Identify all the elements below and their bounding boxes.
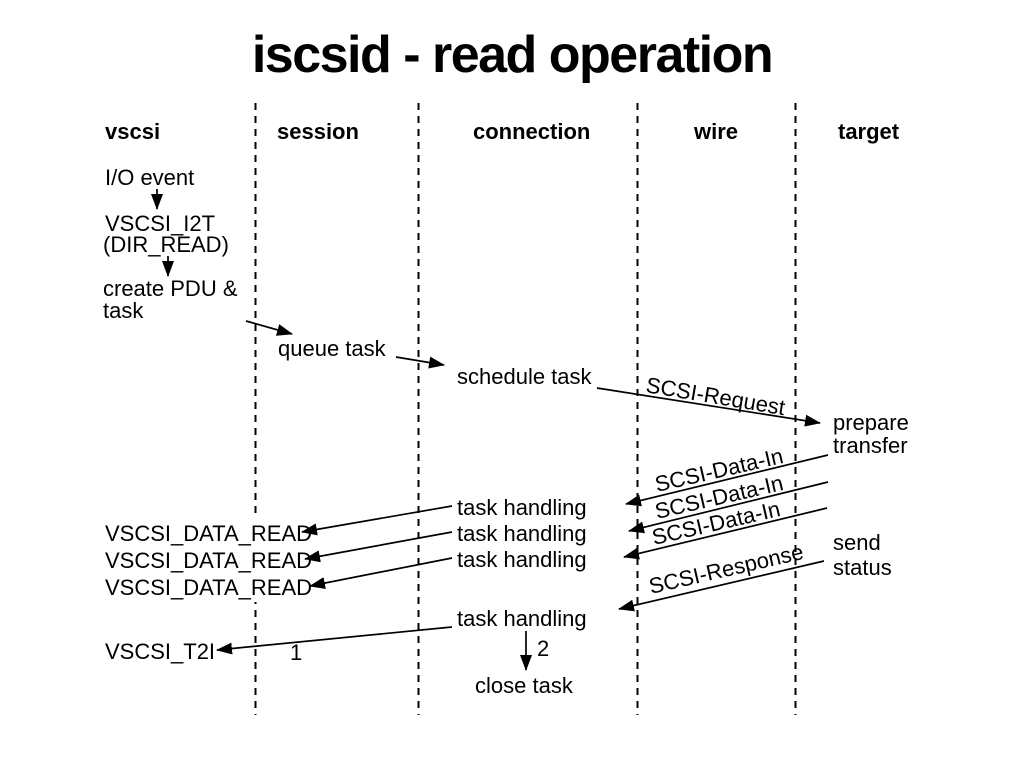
arrow-scsi-response (618, 560, 825, 612)
label-io-event: I/O event (105, 165, 194, 190)
label-step-1: 1 (290, 640, 302, 665)
lane-header-vscsi: vscsi (105, 119, 160, 144)
arrow-scsi-request (596, 387, 821, 427)
arrow-scsi-data-in-2 (628, 481, 829, 534)
label-create-pdu-line1: create PDU & (103, 276, 238, 301)
label-vscsi-data-read-3: VSCSI_DATA_READ (105, 575, 312, 600)
arrow-queue-to-schedule (395, 356, 445, 369)
slide-title: iscsid - read operation (251, 26, 774, 84)
lane-line-mask (100, 518, 306, 602)
arrow-create-to-queue (245, 320, 293, 336)
label-create-pdu-line2: task (103, 298, 144, 323)
label-send-line2: status (833, 555, 892, 580)
label-scsi-response: SCSI-Response (647, 539, 806, 599)
label-vscsi-data-read-1: VSCSI_DATA_READ (105, 521, 312, 546)
label-task-handling-4: task handling (457, 606, 587, 631)
label-prepare-line2: transfer (833, 433, 908, 458)
label-task-handling-1: task handling (457, 495, 587, 520)
label-task-handling-3: task handling (457, 547, 587, 572)
label-task-handling-2: task handling (457, 521, 587, 546)
arrow-handling3-to-read3 (309, 557, 453, 589)
lane-header-connection: connection (473, 119, 590, 144)
label-vscsi-t2i: VSCSI_T2I (105, 639, 215, 664)
lane-header-session: session (277, 119, 359, 144)
label-send-line1: send (833, 530, 881, 555)
arrow-scsi-data-in-3 (623, 507, 828, 560)
arrow-handling1-to-read1 (301, 505, 453, 536)
label-vscsi-i2t: VSCSI_I2T (105, 211, 215, 236)
lane-header-target: target (838, 119, 900, 144)
label-schedule-task: schedule task (457, 364, 593, 389)
label-queue-task: queue task (278, 336, 387, 361)
label-close-task: close task (475, 673, 574, 698)
lane-header-wire: wire (693, 119, 738, 144)
label-vscsi-data-read-2: VSCSI_DATA_READ (105, 548, 312, 573)
label-scsi-request: SCSI-Request (644, 372, 787, 420)
label-dir-read: (DIR_READ) (103, 232, 229, 257)
arrow-handling2-to-read2 (304, 531, 453, 563)
label-step-2: 2 (537, 636, 549, 661)
arrow-scsi-data-in-1 (625, 454, 829, 507)
arrow-handling4-to-t2i (216, 626, 453, 655)
label-prepare-line1: prepare (833, 410, 909, 435)
